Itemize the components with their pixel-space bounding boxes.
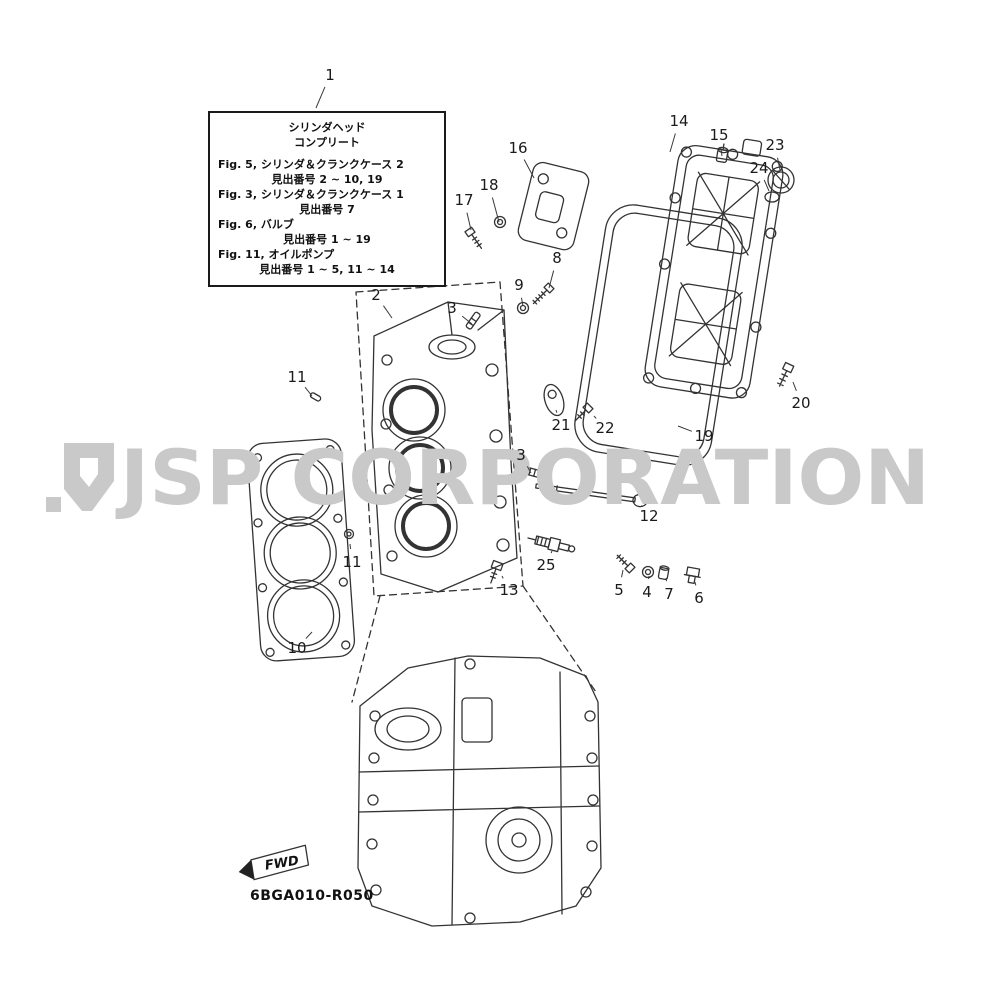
info-fig6-detail: 見出番号 1 ~ 19 [283, 233, 371, 246]
retainer-21 [543, 383, 565, 417]
filler-cap-23 [767, 166, 795, 194]
callout-leader-13 [501, 575, 504, 579]
callout-leader-25 [550, 550, 553, 554]
info-fig5-line: Fig. 5, シリンダ＆クランクケース 2 [218, 158, 404, 171]
callout-6: 6 [694, 589, 704, 607]
info-fig6-line: Fig. 6, バルブ [218, 218, 294, 231]
callout-16: 16 [508, 139, 527, 157]
watermark-text: JSP CORPORATION [115, 433, 930, 522]
callout-12: 12 [639, 507, 658, 525]
head-cover-gasket [574, 204, 743, 466]
watermark-logo-icon [46, 443, 114, 512]
callout-leader-5 [621, 569, 624, 578]
callout-8: 8 [552, 249, 562, 267]
callout-leader-6 [694, 581, 697, 586]
assembly-guide-lines [351, 585, 597, 703]
callout-2: 2 [371, 286, 381, 304]
callout-7: 7 [664, 585, 674, 603]
callout-leader-11 [349, 543, 352, 550]
callout-24: 24 [749, 159, 768, 177]
callout-20: 20 [791, 394, 810, 412]
info-fig3-line: Fig. 3, シリンダ＆クランクケース 1 [218, 188, 404, 201]
info-fig11-line: Fig. 11, オイルポンプ [218, 248, 335, 261]
callout-11: 11 [287, 368, 306, 386]
callout-4: 4 [642, 583, 652, 601]
callout-18: 18 [479, 176, 498, 194]
info-title-line-2: コンプリート [294, 136, 360, 149]
callout-leader-8 [548, 270, 555, 289]
bolt-5 [616, 554, 636, 574]
callout-23: 23 [765, 136, 784, 154]
callout-14: 14 [669, 112, 688, 130]
bolt-13 [489, 559, 504, 584]
callout-leader-19 [677, 425, 693, 432]
plug-15 [715, 143, 729, 163]
info-title-line-1: シリンダヘッド [288, 121, 366, 134]
callout-leader-3 [526, 466, 532, 474]
callout-11: 11 [342, 553, 361, 571]
callout-leader-14 [669, 133, 676, 153]
watermark: JSP CORPORATION [46, 433, 930, 522]
info-fig3-detail: 見出番号 7 [299, 203, 355, 216]
callout-22: 22 [595, 419, 614, 437]
callout-13: 13 [499, 581, 518, 599]
bolt-17 [464, 226, 483, 250]
callout-leader-20 [792, 381, 797, 392]
callout-leader-1 [315, 86, 326, 109]
o-ring-24 [764, 191, 780, 203]
callout-5: 5 [614, 581, 624, 599]
info-fig5-detail: 見出番号 2 ~ 10, 19 [271, 173, 383, 186]
fwd-label: FWD [264, 854, 300, 874]
drawing-code: 6BGA010-R050 [250, 888, 374, 904]
cylinder-head [371, 301, 518, 593]
fwd-arrow-icon [238, 859, 255, 880]
callout-leader-11 [304, 386, 313, 397]
callout-leader-23 [777, 157, 781, 171]
info-box: シリンダヘッド コンプリート Fig. 5, シリンダ＆クランクケース 2 見出… [208, 111, 446, 287]
callout-leader-2 [383, 305, 393, 319]
dowel-pin-11-upper [309, 392, 322, 402]
breather-plate-gasket [517, 161, 590, 251]
callout-17: 17 [454, 191, 473, 209]
callout-leader-9 [520, 297, 524, 307]
callout-19: 19 [694, 427, 713, 445]
callout-leader-7 [665, 577, 668, 582]
washer-4 [641, 565, 655, 579]
dowel-pin-11-lower [343, 528, 355, 540]
callout-25: 25 [536, 556, 555, 574]
callout-15: 15 [709, 126, 728, 144]
callout-leader-15 [720, 147, 723, 157]
callout-leader-3 [461, 315, 473, 325]
washer-18 [493, 215, 507, 229]
fwd-flag: FWD [238, 844, 310, 881]
info-fig11-detail: 見出番号 1 ~ 5, 11 ~ 14 [259, 263, 395, 276]
callout-3: 3 [516, 446, 526, 464]
callout-9: 9 [514, 276, 524, 294]
callout-10: 10 [287, 639, 306, 657]
bolt-22 [574, 402, 594, 422]
stud-3-upper [465, 311, 481, 330]
cylinder-head-cover [642, 138, 784, 399]
spark-plug-25 [527, 535, 576, 553]
callout-21: 21 [551, 416, 570, 434]
crankcase-block [357, 655, 602, 927]
bolt-12 [535, 483, 648, 508]
callout-leader-16 [523, 159, 535, 179]
callout-leader-24 [763, 179, 770, 192]
callout-leader-21 [555, 409, 558, 413]
callout-leader-17 [466, 212, 472, 231]
bolt-8 [532, 282, 555, 305]
drain-plug-6 [683, 566, 701, 585]
spacer-7 [657, 565, 670, 581]
callout-leader-22 [593, 415, 597, 419]
callout-3: 3 [447, 299, 457, 317]
bolt-20 [777, 361, 795, 387]
callout-leader-10 [305, 631, 313, 639]
callout-1: 1 [325, 66, 335, 84]
parts-artwork: FWD [238, 138, 795, 927]
cylinder-head-gasket [246, 438, 356, 662]
callout-leader-18 [491, 197, 500, 223]
